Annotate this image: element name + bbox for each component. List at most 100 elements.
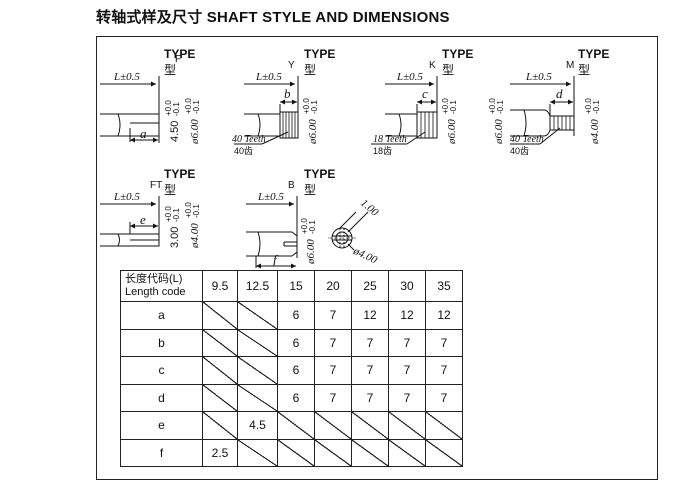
type-y-teeth: 40 Teeth (232, 134, 266, 145)
table-cell-empty (314, 438, 352, 467)
table-cell: 6 (277, 383, 315, 412)
table-cell-empty (314, 411, 352, 440)
type-f-dia-tol-bot: -0.1 (172, 102, 181, 116)
type-b-length-tol: L±0.5 (257, 191, 284, 203)
table-cell-empty (237, 301, 278, 330)
type-b-end-dia: ø4.00 (350, 245, 379, 267)
table-cell: 7 (314, 301, 352, 330)
type-b-label: TYPE (304, 167, 335, 181)
type-k-drawing: K TYPE 型 L±0.5 c 18 Teeth 18齿 ø6.00 +0.0… (371, 47, 473, 156)
type-k-od: ø6.00 (446, 119, 458, 145)
type-b-dim: f (273, 252, 279, 267)
table-cell: 12 (351, 301, 389, 330)
type-m-drawing: M TYPE 型 L±0.5 d 40 Teeth 40齿 ø6.00 +0.0… (488, 47, 609, 156)
table-cell: 6 (277, 328, 315, 357)
type-ft-label: TYPE (164, 167, 195, 181)
table-cell-empty (388, 438, 426, 467)
type-y-od-tol-top: +0.0 (302, 98, 311, 114)
type-ft-length-tol: L±0.5 (113, 191, 140, 203)
type-y-length-tol: L±0.5 (255, 71, 282, 83)
type-ft-drawing: FT TYPE 型 L±0.5 e 3.00 +0.0 -0.1 ø4.00 +… (100, 167, 201, 249)
type-f-length-tol: L±0.5 (113, 71, 140, 83)
table-cell-empty (202, 383, 238, 412)
type-b-cn: 型 (304, 183, 316, 197)
type-ft-od: ø4.00 (189, 223, 201, 249)
table-cell: 7 (351, 328, 389, 357)
type-b-slot: 1.00 (358, 197, 381, 219)
table-cell-empty (425, 411, 463, 440)
table-cell: 12 (425, 301, 463, 330)
table-cell: 7 (388, 356, 426, 385)
row-label: c (120, 356, 203, 385)
table-cell: 7 (388, 383, 426, 412)
type-f-od: ø6.00 (189, 119, 201, 145)
type-m-od-tol-top: +0.0 (488, 98, 497, 114)
type-f-od-tol-bot: -0.1 (192, 100, 201, 114)
type-y-dim: b (284, 86, 291, 101)
table-cell: 7 (425, 328, 463, 357)
table-cell-empty (425, 438, 463, 467)
table-cell: 2.5 (202, 438, 238, 467)
table-cell-empty (351, 438, 389, 467)
table-cell: 7 (314, 356, 352, 385)
type-m-od2-tol-top: +0.0 (584, 98, 593, 114)
table-cell: 7 (314, 383, 352, 412)
type-ft-dim: e (140, 212, 146, 227)
table-row: e 4.5 (120, 411, 463, 440)
length-header: 9.5 (202, 270, 238, 302)
table-cell-empty (202, 328, 238, 357)
type-k-length-tol: L±0.5 (396, 71, 423, 83)
table-cell-empty (202, 301, 238, 330)
type-ft-dia-tol-bot: -0.1 (172, 208, 181, 222)
row-label: e (120, 411, 203, 440)
type-k-cn: 型 (442, 63, 454, 77)
type-f-dia-tol-top: +0.0 (164, 100, 173, 116)
type-y-teeth-cn: 40齿 (234, 146, 253, 156)
table-cell-empty (277, 438, 315, 467)
type-m-label: TYPE (578, 47, 609, 61)
table-row: c 6 7 7 7 7 (120, 356, 463, 385)
type-m-length-tol: L±0.5 (525, 71, 552, 83)
type-k-teeth-cn: 18齿 (373, 146, 392, 156)
table-row: f 2.5 (120, 438, 463, 467)
table-cell-empty (277, 411, 315, 440)
table-cell-empty (237, 356, 278, 385)
type-m-teeth: 40 Teeth (510, 134, 544, 145)
length-header: 12.5 (237, 270, 278, 302)
type-ft-cn: 型 (164, 183, 176, 197)
type-m-od2: ø4.00 (589, 119, 601, 145)
table-cell: 7 (388, 328, 426, 357)
row-label: d (120, 383, 203, 412)
type-b-od-tol-bot: -0.1 (308, 220, 317, 234)
type-f-dia: 4.50 (169, 121, 181, 142)
table-cell: 7 (425, 383, 463, 412)
type-k-od-tol-bot: -0.1 (449, 100, 458, 114)
type-m-cn: 型 (578, 63, 590, 77)
table-cell: 6 (277, 301, 315, 330)
type-y-cn: 型 (304, 63, 316, 77)
length-header: 30 (388, 270, 426, 302)
type-y-od: ø6.00 (307, 119, 319, 145)
type-b-od: ø6.00 (305, 239, 317, 265)
table-cell-empty (388, 411, 426, 440)
type-b-end-view: 1.00 ø4.00 (328, 197, 381, 267)
type-m-od-tol-bot: -0.1 (496, 100, 505, 114)
table-corner: 长度代码(L) Length code (120, 270, 203, 302)
type-m-od2-tol-bot: -0.1 (592, 100, 601, 114)
type-f-cn: 型 (164, 63, 176, 77)
type-k-label: TYPE (442, 47, 473, 61)
type-ft-od-tol-top: +0.0 (184, 202, 193, 218)
type-f-dim: a (140, 126, 147, 141)
type-f-label: TYPE (164, 47, 195, 61)
type-f-code: F (175, 54, 181, 65)
table-cell: 4.5 (237, 411, 278, 440)
table-cell: 12 (388, 301, 426, 330)
type-k-od-tol-top: +0.0 (441, 98, 450, 114)
table-header-row: 长度代码(L) Length code 9.5 12.5 15 20 25 30… (120, 270, 463, 302)
table-cell-empty (237, 383, 278, 412)
type-m-teeth-cn: 40齿 (510, 146, 529, 156)
type-y-od-tol-bot: -0.1 (310, 100, 319, 114)
table-row: a 6 7 12 12 12 (120, 301, 463, 330)
type-f-drawing: F TYPE 型 L±0.5 a 4.50 +0.0 -0.1 ø6.00 +0… (100, 47, 201, 145)
